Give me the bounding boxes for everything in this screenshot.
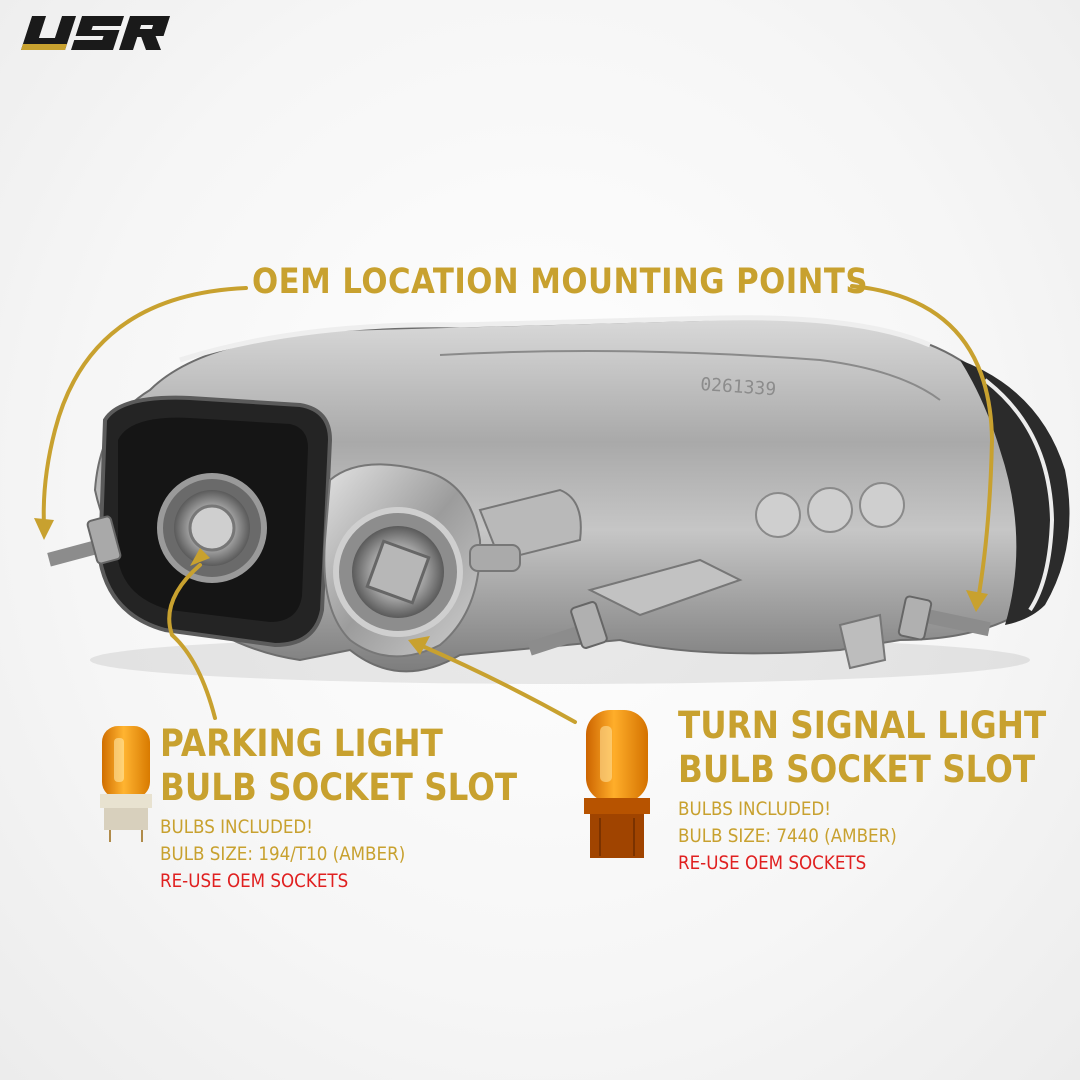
amber-wedge-bulb-icon [100, 726, 152, 842]
parking-bulbs-included: BULBS INCLUDED! [160, 816, 313, 838]
arrow-parking [167, 563, 217, 720]
parking-title: PARKING LIGHT BULB SOCKET SLOT [160, 722, 517, 810]
date-code-dials [755, 482, 905, 538]
parking-note: RE-USE OEM SOCKETS [160, 870, 349, 892]
mounting-points-heading: OEM LOCATION MOUNTING POINTS [252, 262, 868, 302]
mounting-stud-center [527, 601, 608, 656]
turn-info: BULBS INCLUDED! BULB SIZE: 7440 (AMBER) … [678, 796, 897, 877]
lens-edge [960, 360, 1070, 625]
turn-bulb-size: BULB SIZE: 7440 (AMBER) [678, 825, 897, 847]
turn-title-line2: BULB SOCKET SLOT [678, 748, 1036, 791]
turn-bulbs-included: BULBS INCLUDED! [678, 798, 831, 820]
arrow-turn [418, 643, 577, 724]
parking-title-line1: PARKING LIGHT [160, 722, 443, 765]
turn-note: RE-USE OEM SOCKETS [678, 852, 867, 874]
amber-7440-bulb-icon [584, 710, 650, 858]
arrow-right-mount [850, 284, 995, 602]
turn-title: TURN SIGNAL LIGHT BULB SOCKET SLOT [678, 704, 1046, 792]
turn-title-line1: TURN SIGNAL LIGHT [678, 704, 1047, 747]
mounting-stud-right [897, 595, 991, 641]
parking-info: BULBS INCLUDED! BULB SIZE: 194/T10 (AMBE… [160, 814, 405, 895]
mounting-stud-left [47, 515, 122, 567]
arrow-left-mount [41, 286, 248, 527]
parking-bulb-size: BULB SIZE: 194/T10 (AMBER) [160, 843, 406, 865]
usr-logo [21, 16, 171, 50]
parking-title-line2: BULB SOCKET SLOT [160, 766, 518, 809]
